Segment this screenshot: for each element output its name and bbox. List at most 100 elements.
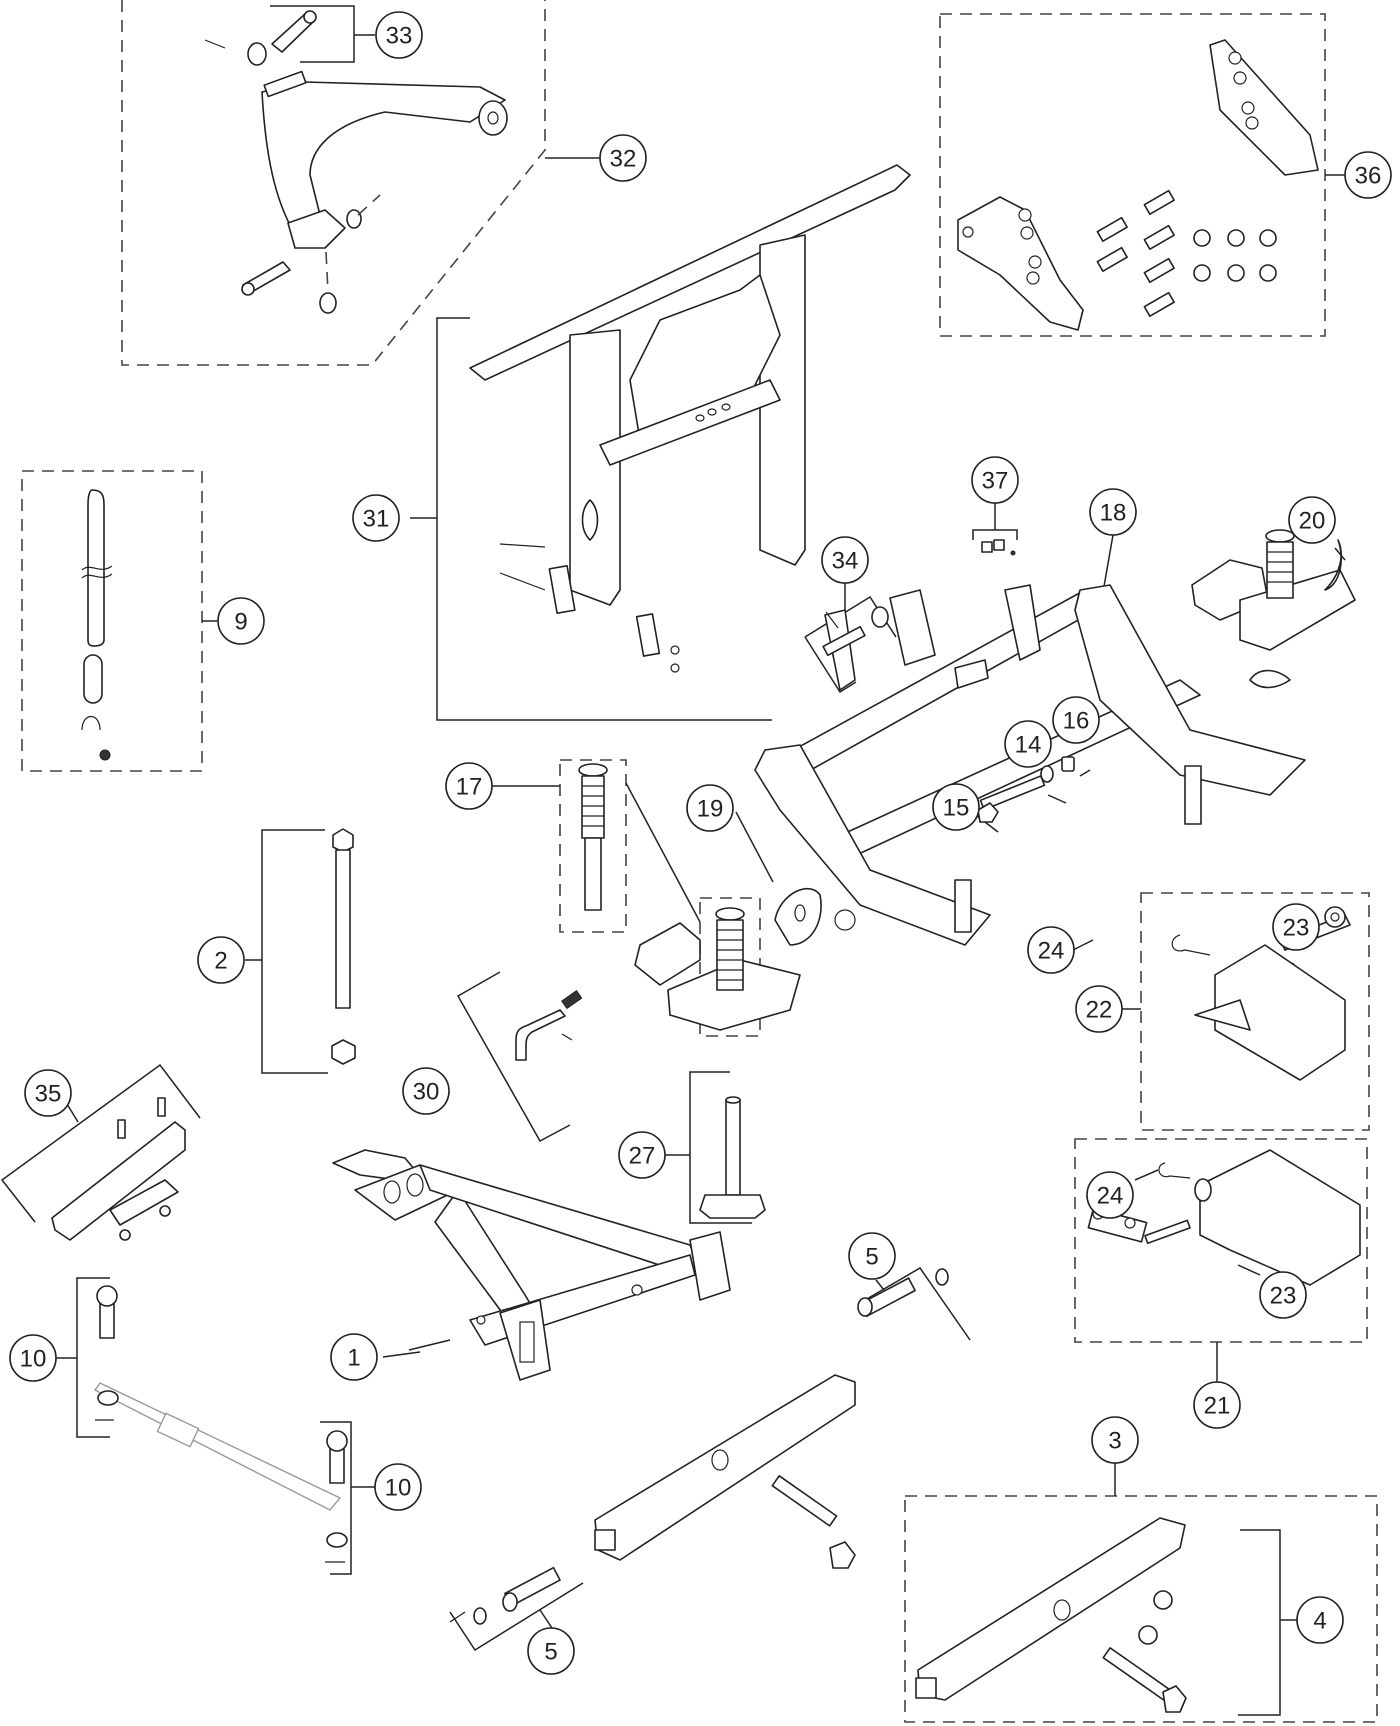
part-pivot-beam: [594, 1374, 856, 1569]
part-21-latch: [1087, 1149, 1361, 1286]
callout-24a: 24: [1027, 926, 1075, 974]
callout-circle: [932, 783, 980, 831]
callout-label: 16: [1063, 708, 1090, 735]
callout-label: 35: [35, 1081, 62, 1108]
part-22-latch: [1171, 906, 1351, 1081]
callout-1: 1: [330, 1333, 378, 1381]
callout-circle: [1288, 496, 1336, 544]
part-16-nut: [1061, 756, 1075, 772]
callout-35: 35: [24, 1069, 72, 1117]
callout-4: 4: [1296, 1596, 1344, 1644]
callout-circle: [1086, 1171, 1134, 1219]
callout-24b: 24: [1086, 1171, 1134, 1219]
callout-circle: [1004, 720, 1052, 768]
callout-circle: [1089, 488, 1137, 536]
part-14-washer: [1040, 765, 1054, 783]
part-1-a-frame: [332, 1149, 731, 1381]
callout-20: 20: [1288, 496, 1336, 544]
callout-circle: [1193, 1381, 1241, 1429]
callout-circle: [527, 1627, 575, 1675]
callout-33: 33: [375, 11, 423, 59]
bracket-5b: [449, 1582, 584, 1652]
callout-label: 27: [629, 1143, 656, 1170]
callout-layer: 1234559101014151617181920212223232424273…: [9, 11, 1392, 1675]
callout-circle: [217, 597, 265, 645]
group-box-36: [939, 13, 1326, 337]
part-17-spring-pin: [578, 763, 608, 911]
callout-circle: [1259, 1271, 1307, 1319]
callout-27: 27: [618, 1131, 666, 1179]
group-box-17: [559, 759, 627, 933]
callout-label: 36: [1355, 163, 1382, 190]
callout-label: 34: [832, 548, 859, 575]
part-35-guard: [51, 1097, 186, 1241]
callout-circle: [402, 1067, 450, 1115]
callout-label: 31: [363, 506, 390, 533]
callout-circle: [848, 1232, 896, 1280]
callout-circle: [330, 1333, 378, 1381]
callout-label: 24: [1038, 938, 1065, 965]
part-19-latch: [634, 888, 822, 1031]
callout-23b: 23: [1259, 1271, 1307, 1319]
callout-label: 5: [865, 1244, 878, 1271]
callout-21: 21: [1193, 1381, 1241, 1429]
part-31-mount-frame: [469, 164, 911, 673]
callout-31: 31: [352, 494, 400, 542]
callout-3: 3: [1091, 1416, 1139, 1464]
part-37-clips: [981, 539, 1016, 556]
callout-label: 23: [1270, 1283, 1297, 1310]
callout-circle: [599, 134, 647, 182]
callout-5b: 5: [527, 1627, 575, 1675]
callout-16: 16: [1052, 696, 1100, 744]
bracket-33: [270, 5, 375, 63]
callout-circle: [821, 536, 869, 584]
callout-circle: [1344, 151, 1392, 199]
callout-circle: [375, 11, 423, 59]
callout-36: 36: [1344, 151, 1392, 199]
callout-label: 22: [1086, 997, 1113, 1024]
callout-circle: [686, 784, 734, 832]
callout-17: 17: [445, 762, 493, 810]
callout-label: 3: [1108, 1428, 1121, 1455]
callout-circle: [9, 1334, 57, 1382]
callout-circle: [352, 494, 400, 542]
callout-19: 19: [686, 784, 734, 832]
callout-23a: 23: [1272, 903, 1320, 951]
part-5a-pin: [857, 1268, 949, 1318]
callout-22: 22: [1075, 985, 1123, 1033]
callout-2: 2: [197, 936, 245, 984]
callout-circle: [445, 762, 493, 810]
callout-label: 24: [1097, 1183, 1124, 1210]
callout-label: 30: [413, 1079, 440, 1106]
callout-circle: [197, 936, 245, 984]
callout-34: 34: [821, 536, 869, 584]
bracket-5a: [859, 1267, 971, 1341]
bracket-4: [1238, 1529, 1298, 1716]
group-box-22: [1140, 892, 1370, 1131]
part-9-chain: [81, 489, 113, 761]
bracket-10a: [55, 1277, 110, 1438]
part-33-pins: [204, 10, 317, 66]
callout-label: 21: [1204, 1393, 1231, 1420]
callout-circle: [618, 1131, 666, 1179]
callout-label: 32: [610, 146, 637, 173]
part-34-pin-kit: [822, 606, 889, 657]
group-box-32: [121, 0, 546, 366]
callout-label: 14: [1015, 732, 1042, 759]
part-18-push-frame: [754, 584, 1306, 946]
part-2-bolt: [331, 828, 356, 1065]
callout-circle: [1272, 903, 1320, 951]
callout-circle: [1027, 926, 1075, 974]
part-30-hitch-pin: [515, 990, 583, 1061]
bracket-35: [0, 1063, 201, 1223]
callout-10a: 10: [9, 1334, 57, 1382]
callout-circle: [1075, 985, 1123, 1033]
callout-10b: 10: [374, 1463, 422, 1511]
group-box-3: [904, 1495, 1378, 1723]
callout-circle: [1052, 696, 1100, 744]
callout-label: 19: [697, 796, 724, 823]
bracket-2: [245, 829, 328, 1074]
part-10-cylinder: [93, 1285, 348, 1563]
part-36-brackets: [957, 39, 1319, 331]
